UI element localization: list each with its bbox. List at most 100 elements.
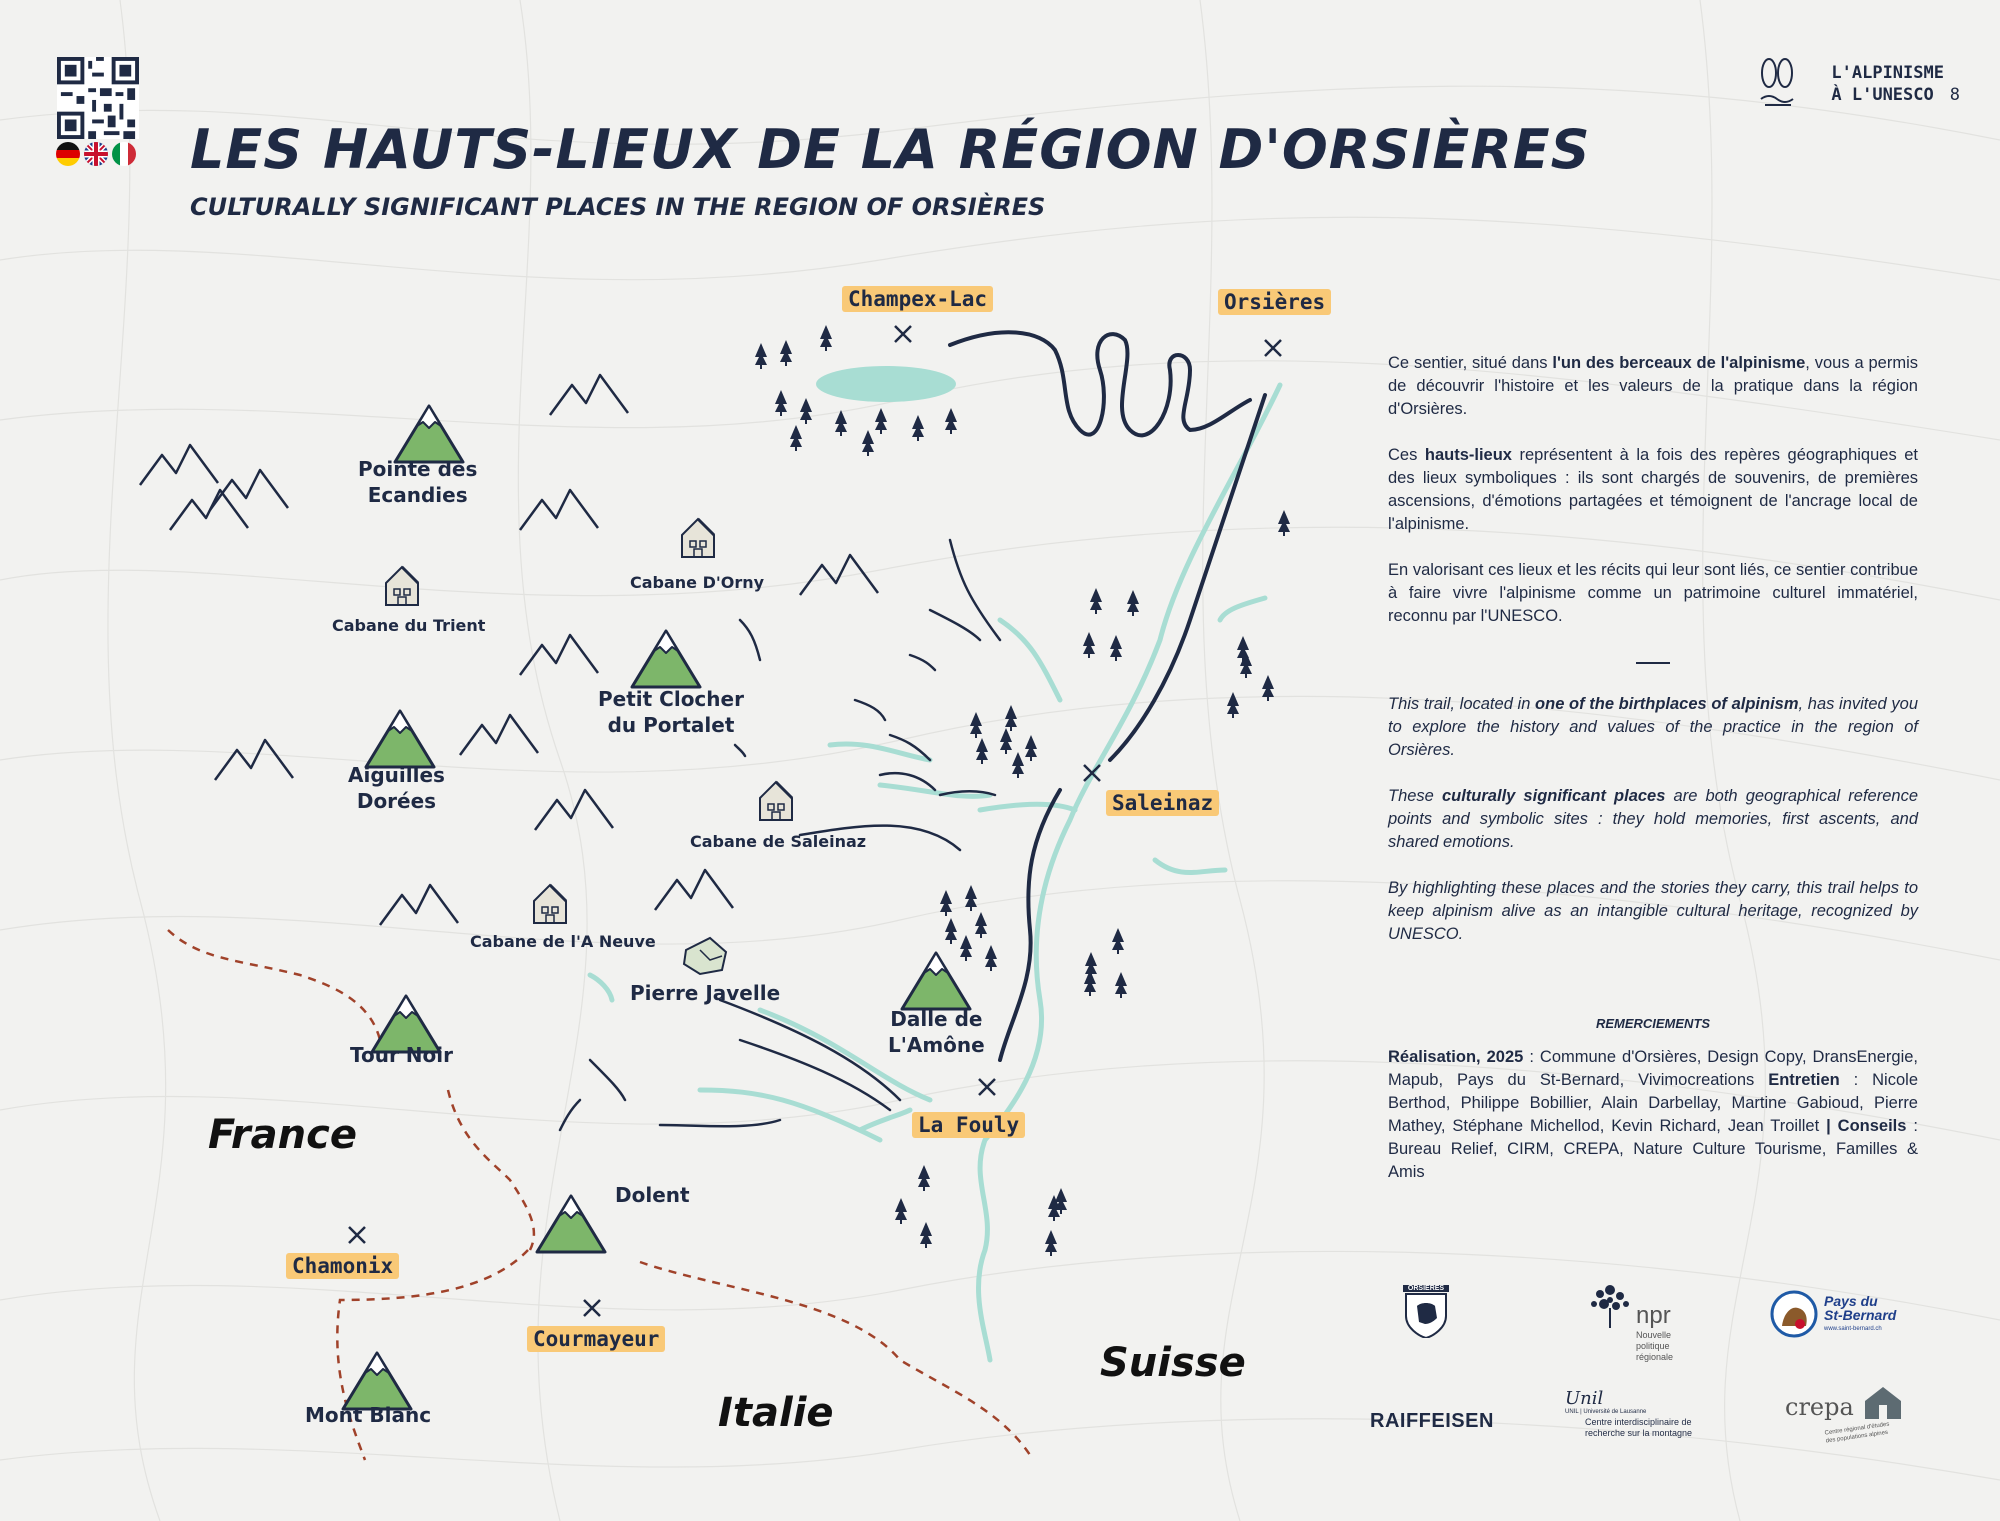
map <box>138 324 1290 1461</box>
hut-label-trient: Cabane du Trient <box>332 616 486 635</box>
stream <box>757 1007 933 1103</box>
peak-sketch <box>798 553 880 597</box>
tree <box>1278 510 1290 536</box>
brand-block: L'ALPINISME À L'UNESCO 8 <box>1831 62 1960 106</box>
hut-icon-saleinaz <box>758 780 794 822</box>
mountain-icon-dolent <box>535 1194 607 1254</box>
village-label-orsieres: Orsières <box>1218 289 1332 315</box>
peak-sketch <box>168 488 250 532</box>
panel-number: 8 <box>1949 85 1960 105</box>
tree <box>940 890 952 916</box>
mountain-icon-dalle-amone <box>900 951 972 1011</box>
stream <box>587 972 615 1003</box>
stream <box>857 1107 913 1133</box>
stream <box>977 801 1078 813</box>
border-line-1 <box>167 929 382 1041</box>
tree <box>960 935 972 961</box>
boulder-label-pierre-javelle: Pierre Javelle <box>630 981 781 1005</box>
road-valley <box>1108 393 1267 762</box>
peak-sketch <box>378 883 460 927</box>
logo-orsieres[interactable]: ORSIÈRES <box>1403 1285 1449 1342</box>
peak-sketch <box>518 633 600 677</box>
village-label-la-fouly: La Fouly <box>912 1112 1026 1138</box>
qr-code[interactable] <box>57 57 139 139</box>
hut-icon-a-neuve <box>532 883 568 925</box>
brand-line2: À L'UNESCO <box>1831 85 1934 105</box>
logo-raiffeisen[interactable]: RAIFFEISEN <box>1370 1410 1494 1432</box>
tree <box>1262 675 1274 701</box>
peak-sketch <box>518 488 600 532</box>
ridge-line <box>853 698 887 722</box>
ridge-line <box>938 790 997 797</box>
peak-sketch <box>653 868 735 912</box>
en-paragraph-3: By highlighting these places and the sto… <box>1388 879 1918 943</box>
ridge-line <box>658 1118 782 1128</box>
fr-paragraph-3: En valorisant ces lieux et les récits qu… <box>1388 561 1918 625</box>
mountain-icon-petit-clocher <box>630 629 702 689</box>
tree <box>918 1165 930 1191</box>
summit-label-dalle-amone: Dalle de L'Amône <box>888 1007 985 1057</box>
rope-icon <box>1760 58 1794 106</box>
tree <box>895 1198 907 1224</box>
stream <box>827 741 933 763</box>
hut-label-saleinaz: Cabane de Saleinaz <box>690 832 867 851</box>
fr-paragraph-1: Ce sentier, situé dans l'un des berceaux… <box>1388 354 1918 418</box>
mountain-icon-mont-blanc <box>341 1351 413 1411</box>
village-marker-champex <box>893 324 913 344</box>
tree <box>975 912 987 938</box>
tree <box>1115 972 1127 998</box>
mountain-icon-aiguilles-dorees <box>364 709 436 769</box>
tree <box>985 945 997 971</box>
ridge-line <box>888 733 932 762</box>
tree <box>780 340 792 366</box>
italian-flag-icon[interactable] <box>112 142 136 166</box>
tree <box>820 325 832 351</box>
hut-icon-orny <box>680 517 716 559</box>
logo-unil[interactable]: Unil UNIL | Université de Lausanne Centr… <box>1565 1388 1693 1438</box>
peak-sketch <box>533 788 615 832</box>
tree <box>1127 590 1139 616</box>
tree <box>1025 735 1037 761</box>
summit-label-mont-blanc: Mont Blanc <box>305 1403 432 1427</box>
road-saleinaz <box>998 788 1062 1062</box>
village-label-champex-lac: Champex-Lac <box>842 286 994 312</box>
tree <box>790 425 802 451</box>
summit-label-petit-clocher: Petit Clocher du Portalet <box>598 687 744 737</box>
crepa-house-icon <box>1865 1387 1901 1419</box>
thanks-heading: REMERCIEMENTS <box>1595 1016 1711 1031</box>
page-subtitle: CULTURALLY SIGNIFICANT PLACES IN THE REG… <box>190 193 1046 221</box>
village-label-saleinaz: Saleinaz <box>1106 790 1220 816</box>
tree <box>970 712 982 738</box>
ridge-line <box>798 824 962 852</box>
border-line-4 <box>639 1260 1032 1456</box>
stream <box>997 617 1063 703</box>
en-paragraph-2: These culturally significant places are … <box>1388 787 1918 851</box>
tree <box>775 390 787 416</box>
ridge-line <box>588 1058 627 1102</box>
country-label-france: France <box>208 1112 357 1158</box>
village-label-chamonix: Chamonix <box>286 1253 400 1279</box>
tree <box>1110 635 1122 661</box>
tree <box>976 738 988 764</box>
language-flags <box>56 142 136 166</box>
tree <box>835 410 847 436</box>
peak-sketch <box>458 713 540 757</box>
ridge-line <box>733 743 747 758</box>
ridge-line <box>908 653 937 672</box>
ridge-line <box>948 538 1002 642</box>
french-text: Ce sentier, situé dans l'un des berceaux… <box>1388 352 1918 651</box>
ridge-line <box>878 771 937 792</box>
border-line-3 <box>336 1249 529 1461</box>
peak-sketch <box>208 468 290 512</box>
german-flag-icon[interactable] <box>56 142 80 166</box>
summit-label-tour-noir: Tour Noir <box>350 1043 453 1067</box>
ridge-line <box>738 618 762 662</box>
tree <box>862 430 874 456</box>
border-line-2 <box>446 1089 536 1251</box>
summit-label-dolent: Dolent <box>615 1183 690 1207</box>
village-label-courmayeur: Courmayeur <box>527 1326 666 1352</box>
boulder-icon <box>682 936 728 976</box>
